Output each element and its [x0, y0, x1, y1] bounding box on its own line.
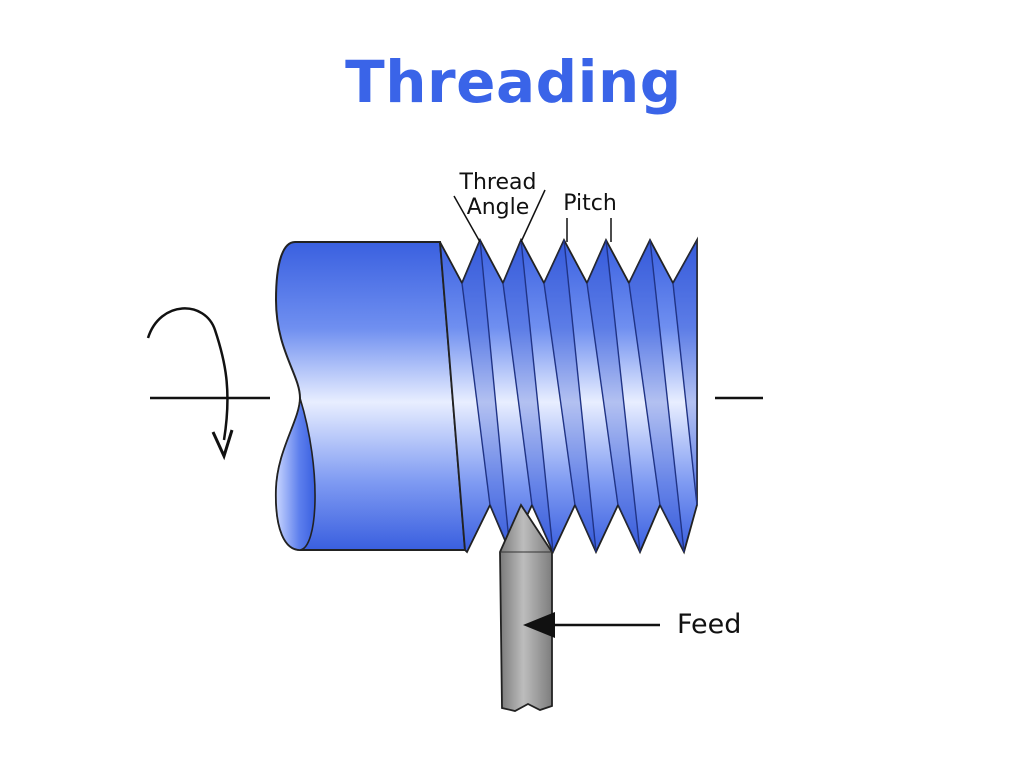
pitch-label: Pitch — [563, 191, 617, 216]
thread-angle-label-line2: Angle — [467, 195, 530, 220]
threaded-section — [439, 236, 698, 555]
pitch-leader — [566, 218, 612, 242]
thread-angle-label-line1: Thread — [459, 170, 537, 195]
feed-label: Feed — [677, 609, 741, 640]
workpiece-shaft — [274, 241, 467, 551]
page-title: Threading — [345, 48, 682, 116]
thread-angle-leader — [453, 189, 546, 243]
rotation-arrow-icon — [146, 307, 234, 461]
cutting-tool — [499, 503, 553, 712]
feed-arrow-icon — [523, 612, 660, 638]
